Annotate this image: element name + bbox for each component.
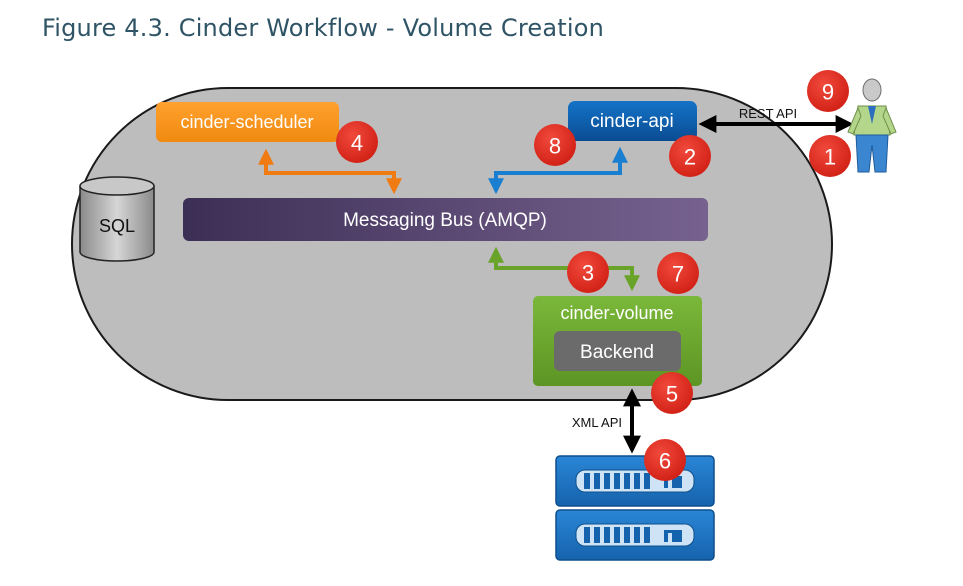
flow-arrow-bus-volume xyxy=(488,246,640,292)
backend-label: Backend xyxy=(580,342,654,363)
step-badge-9-label: 9 xyxy=(822,80,834,105)
backend-box xyxy=(554,331,681,371)
step-badge-9: 9 xyxy=(807,70,849,112)
step-badge-8: 8 xyxy=(534,124,576,166)
xml-api-label: XML API xyxy=(572,415,622,430)
step-badge-4-label: 4 xyxy=(351,131,363,156)
cinder-scheduler-label: cinder-scheduler xyxy=(180,112,313,132)
cinder-volume-box: cinder-volume Backend xyxy=(533,296,702,386)
step-badge-4: 4 xyxy=(336,121,378,163)
step-badge-7-label: 7 xyxy=(672,262,684,287)
step-badge-3-label: 3 xyxy=(582,261,594,286)
step-badge-1: 1 xyxy=(809,135,851,177)
sql-label: SQL xyxy=(99,216,135,236)
cinder-volume-label: cinder-volume xyxy=(560,303,673,323)
messaging-bus: Messaging Bus (AMQP) xyxy=(183,198,708,241)
cinder-api-label: cinder-api xyxy=(590,111,673,132)
user-icon xyxy=(847,78,897,173)
step-badge-8-label: 8 xyxy=(549,134,561,159)
step-badge-7: 7 xyxy=(657,252,699,294)
step-badge-5: 5 xyxy=(651,372,693,414)
step-badge-6: 6 xyxy=(644,439,686,481)
figure-title: Figure 4.3. Cinder Workflow - Volume Cre… xyxy=(42,14,605,42)
messaging-bus-label: Messaging Bus (AMQP) xyxy=(343,210,547,231)
cinder-scheduler-box: cinder-scheduler xyxy=(156,102,339,142)
cinder-api-box: cinder-api xyxy=(568,101,697,141)
step-badge-2: 2 xyxy=(669,135,711,177)
step-badge-2-label: 2 xyxy=(684,145,696,170)
rest-api-label: REST API xyxy=(739,106,797,121)
step-badge-3: 3 xyxy=(567,251,609,293)
step-badge-6-label: 6 xyxy=(659,449,671,474)
step-badge-1-label: 1 xyxy=(824,145,836,170)
step-badge-5-label: 5 xyxy=(666,382,678,407)
storage-array-icon xyxy=(555,455,715,561)
flow-arrow-bus-api xyxy=(488,146,628,195)
flow-arrow-scheduler-bus xyxy=(258,148,402,195)
sql-database: SQL xyxy=(79,176,155,262)
